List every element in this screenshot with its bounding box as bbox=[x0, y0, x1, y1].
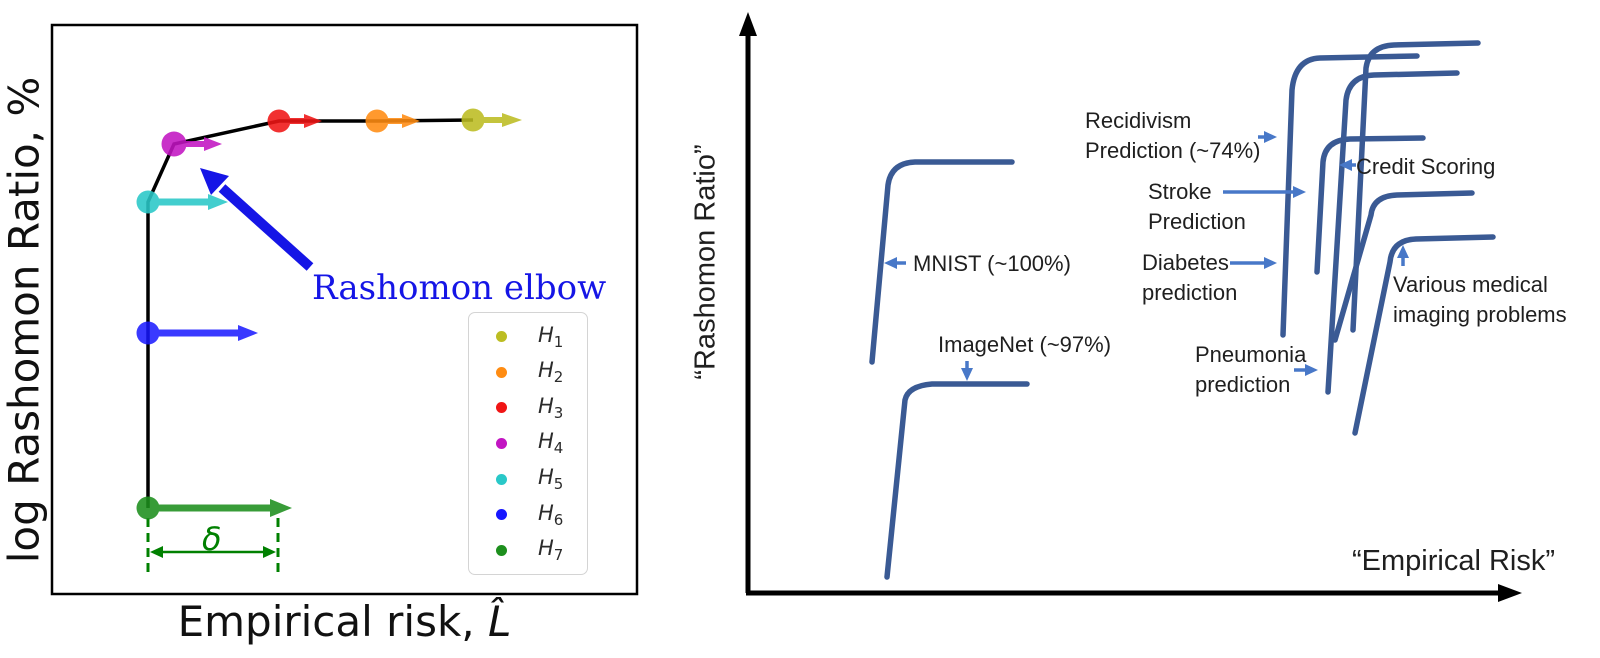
legend-dot-h4 bbox=[496, 437, 507, 449]
legend: H1 H2 H3 H4 H5 H6 bbox=[468, 312, 588, 575]
left-x-axis-label-text: Empirical risk, bbox=[177, 597, 488, 646]
various-medical-label: Various medical imaging problems bbox=[1393, 270, 1567, 330]
h2-marker-arrow bbox=[365, 109, 420, 133]
various-label-line1: Various medical bbox=[1393, 272, 1548, 297]
legend-dot-h3 bbox=[496, 402, 507, 414]
right-sketch-svg bbox=[739, 12, 1522, 602]
legend-label-h5: H5 bbox=[538, 464, 564, 494]
right-y-axis-label: “Rashomon Ratio” bbox=[689, 144, 722, 380]
legend-item-h5: H5 bbox=[469, 465, 587, 493]
stroke-prediction-curve bbox=[1314, 135, 1426, 275]
h6-point bbox=[136, 321, 160, 345]
legend-label-h7: H7 bbox=[538, 536, 564, 565]
recidivism-label-line2: Prediction (~74%) bbox=[1085, 138, 1261, 163]
conceptual-rashomon-panel: “Rashomon Ratio” “Empirical Risk” MNIST … bbox=[660, 0, 1600, 658]
legend-item-h7: H7 bbox=[469, 536, 587, 564]
recidivism-label: Recidivism Prediction (~74%) bbox=[1085, 106, 1260, 166]
h1-point bbox=[461, 108, 485, 132]
diabetes-curve bbox=[1350, 40, 1481, 333]
problem-curves bbox=[869, 40, 1496, 580]
h5-marker-arrow bbox=[136, 190, 228, 214]
left-x-axis-label: Empirical risk, L̂ bbox=[52, 597, 637, 646]
imagenet-curve bbox=[884, 381, 1030, 580]
various-label-line2: imaging problems bbox=[1393, 302, 1567, 327]
stroke-label-line1: Stroke bbox=[1148, 179, 1212, 204]
label-arrows bbox=[884, 131, 1409, 381]
h7-marker-arrow bbox=[136, 496, 292, 520]
pneumonia-label-line1: Pneumonia bbox=[1195, 342, 1307, 367]
legend-dot-h7 bbox=[496, 544, 507, 556]
delta-right-arrowhead-icon bbox=[263, 546, 276, 558]
pneumonia-curve bbox=[1332, 190, 1475, 343]
h6-arrowhead-icon bbox=[238, 325, 258, 341]
legend-dot-h5 bbox=[496, 473, 507, 485]
y-axis-arrowhead-icon bbox=[739, 12, 757, 36]
h2-point bbox=[365, 109, 389, 133]
h3-point bbox=[267, 109, 291, 133]
rashomon-elbow-label: Rashomon elbow bbox=[312, 268, 607, 308]
legend-item-h2: H2 bbox=[469, 358, 587, 386]
delta-symbol: δ bbox=[202, 520, 222, 558]
h1-marker-arrow bbox=[461, 108, 522, 132]
diabetes-label-line2: prediction bbox=[1142, 280, 1238, 305]
left-x-axis-label-math: L̂ bbox=[488, 597, 512, 646]
stroke-label-line2: Prediction bbox=[1148, 209, 1246, 234]
legend-dot-h2 bbox=[496, 366, 507, 378]
legend-item-h4: H4 bbox=[469, 429, 587, 458]
h5-point bbox=[136, 190, 160, 214]
right-x-axis-label: “Empirical Risk” bbox=[1352, 545, 1555, 577]
h4-arrowhead-icon bbox=[204, 137, 222, 151]
imagenet-arrowhead-icon bbox=[961, 368, 973, 381]
mnist-curve bbox=[869, 159, 1015, 365]
h7-point bbox=[136, 496, 160, 520]
mnist-arrowhead-icon bbox=[884, 257, 897, 269]
recidivism-label-line1: Recidivism bbox=[1085, 108, 1192, 133]
h3-arrowhead-icon bbox=[304, 114, 322, 128]
h6-marker-arrow bbox=[136, 321, 258, 345]
legend-label-h3: H3 bbox=[538, 393, 564, 422]
elbow-arrow-shaft bbox=[218, 184, 314, 271]
h7-arrowhead-icon bbox=[270, 499, 292, 517]
delta-left-arrowhead-icon bbox=[150, 546, 163, 558]
h1-arrowhead-icon bbox=[502, 113, 522, 127]
legend-dot-h6 bbox=[496, 509, 507, 521]
legend-item-h6: H6 bbox=[469, 501, 587, 529]
legend-label-h6: H6 bbox=[538, 500, 564, 529]
diabetes-arrowhead-icon bbox=[1264, 257, 1277, 269]
stroke-arrowhead-icon bbox=[1293, 186, 1306, 198]
pneumonia-label: Pneumonia prediction bbox=[1195, 340, 1306, 400]
legend-item-h1: H1 bbox=[469, 323, 587, 351]
imagenet-label: ImageNet (~97%) bbox=[938, 332, 1112, 357]
recidivism-arrowhead-icon bbox=[1264, 131, 1277, 143]
h4-marker-arrow bbox=[161, 131, 222, 157]
stroke-prediction-label: Stroke Prediction bbox=[1148, 177, 1246, 237]
mnist-label: MNIST (~100%) bbox=[913, 251, 1071, 276]
pneumonia-arrowhead-icon bbox=[1305, 364, 1318, 376]
legend-dot-h1 bbox=[496, 331, 507, 343]
recidivism-curve bbox=[1280, 53, 1420, 338]
right-axes bbox=[739, 12, 1522, 602]
credit-scoring-curve bbox=[1325, 70, 1460, 395]
legend-item-h3: H3 bbox=[469, 394, 587, 422]
legend-label-h4: H4 bbox=[538, 429, 564, 458]
legend-label-h1: H1 bbox=[538, 322, 564, 351]
credit-arrowhead-icon bbox=[1339, 159, 1352, 171]
diabetes-label: Diabetes prediction bbox=[1142, 248, 1237, 308]
h4-point bbox=[161, 131, 187, 157]
diabetes-label-line1: Diabetes bbox=[1142, 250, 1229, 275]
h3-marker-arrow bbox=[267, 109, 322, 133]
h5-arrowhead-icon bbox=[208, 194, 228, 210]
h2-arrowhead-icon bbox=[402, 114, 420, 128]
credit-scoring-label: Credit Scoring bbox=[1356, 154, 1496, 179]
legend-label-h2: H2 bbox=[538, 358, 564, 387]
various-medical-curve bbox=[1352, 234, 1496, 436]
elbow-annotation-arrow bbox=[200, 168, 314, 271]
rashomon-elbow-plot-panel: log Rashomon Ratio, % δ bbox=[0, 0, 660, 658]
elbow-arrowhead-icon bbox=[200, 168, 229, 195]
various-arrowhead-icon bbox=[1397, 245, 1409, 258]
x-axis-arrowhead-icon bbox=[1498, 584, 1522, 602]
pneumonia-label-line2: prediction bbox=[1195, 372, 1291, 397]
delta-annotation: δ bbox=[146, 518, 280, 572]
left-plot-svg: δ bbox=[50, 23, 639, 596]
